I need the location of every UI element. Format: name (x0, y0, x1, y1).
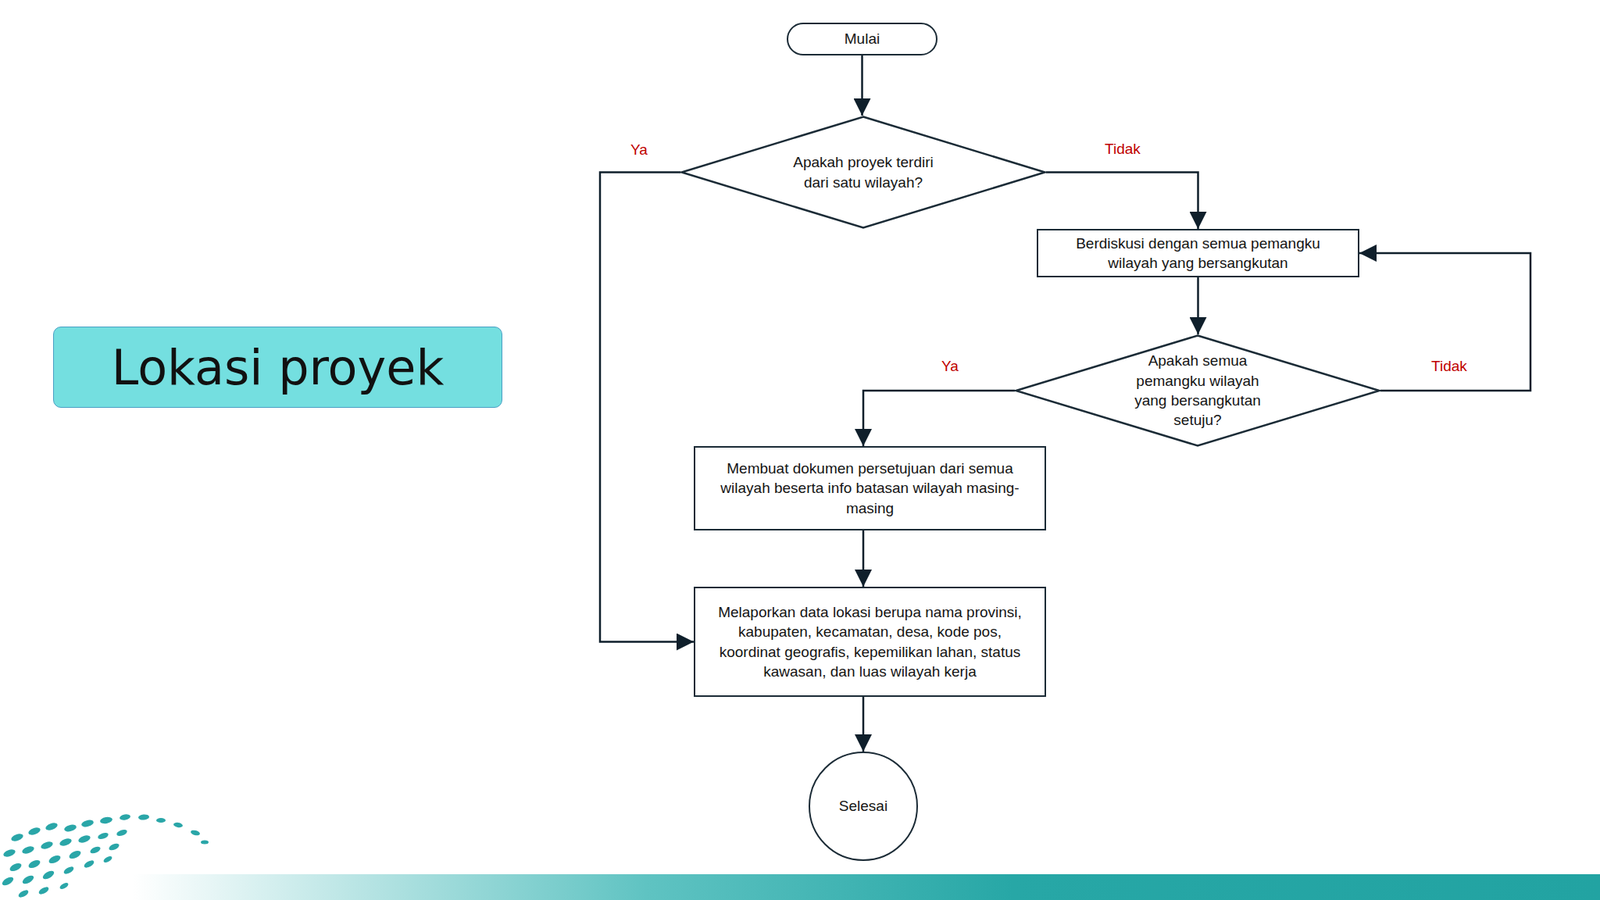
process-box: Berdiskusi dengan semua pemangku wilayah… (1036, 228, 1360, 278)
flow-arrow (860, 55, 864, 116)
fish-shape (2, 848, 17, 859)
diamond-shape (682, 117, 1046, 229)
fish-shape (21, 874, 36, 886)
fish-shape (27, 858, 42, 870)
diamond-outline (1014, 334, 1381, 447)
flow-arrow (1359, 253, 1531, 391)
fish-shape (37, 885, 50, 896)
fish-shape (10, 832, 25, 843)
fish-shape (82, 858, 96, 869)
flow-arrow (1046, 172, 1199, 230)
fish-shape (189, 829, 200, 837)
edge-label: Tidak (1431, 357, 1468, 375)
fish-shape (62, 864, 75, 875)
diamond-shape (1016, 335, 1380, 447)
node-text: Membuat dokumen persetujuan dari semua w… (712, 458, 1028, 518)
edge-label: Tidak (1104, 140, 1141, 158)
fish-shape (21, 845, 36, 856)
flow-arrow (863, 390, 1015, 447)
fish-shape (99, 816, 113, 825)
flow-arrow (1196, 277, 1200, 335)
slide-title: Lokasi proyek (111, 339, 445, 397)
end-terminator: Selesai (808, 751, 918, 861)
fish-shape (200, 840, 209, 845)
node-text: Mulai (844, 28, 880, 49)
edge-label: Ya (630, 141, 648, 159)
flow-arrow (600, 172, 694, 643)
fish-shape (80, 818, 95, 829)
fish-shape (173, 821, 184, 829)
fish-shape (58, 837, 73, 848)
process-box: Membuat dokumen persetujuan dari semua w… (693, 446, 1047, 531)
fish-shape (44, 821, 59, 833)
decision-diamond: Apakah proyek terdiri dari satu wilayah? (680, 115, 1047, 229)
fish-shape (77, 834, 92, 845)
fish-shape (118, 813, 131, 821)
flow-arrow (862, 530, 865, 587)
fish-shape (47, 853, 62, 865)
fish-shape (107, 842, 121, 852)
fish-shape (63, 823, 78, 833)
fish-shape (41, 869, 56, 882)
fish-shape (8, 861, 23, 873)
fish-shape (39, 840, 54, 851)
fish-shape (0, 875, 15, 888)
node-text: Berdiskusi dengan semua pemangku wilayah… (1055, 233, 1341, 274)
start-terminator: Mulai (786, 22, 938, 56)
title-box: Lokasi proyek (53, 326, 503, 408)
fish-shape (17, 888, 30, 899)
node-text: Apakah semua pemangku wilayah yang bersa… (1128, 350, 1268, 430)
footer-band (132, 874, 1600, 900)
process-box: Melaporkan data lokasi berupa nama provi… (693, 586, 1047, 697)
edge-label: Ya (941, 357, 959, 375)
fish-shape (156, 817, 166, 823)
node-text: Selesai (839, 796, 888, 816)
fish-shape (96, 831, 110, 840)
node-text: Melaporkan data lokasi berupa nama provi… (712, 602, 1028, 682)
fish-shape (102, 854, 113, 864)
node-text: Apakah proyek terdiri dari satu wilayah? (779, 152, 948, 193)
fish-shape (58, 881, 69, 890)
fish-shape (138, 814, 150, 821)
fish-logo (0, 813, 209, 899)
flow-arrow (862, 696, 865, 752)
decision-diamond: Apakah semua pemangku wilayah yang bersa… (1014, 334, 1381, 447)
fish-shape (115, 828, 129, 837)
fish-shape (89, 845, 102, 855)
diamond-outline (680, 115, 1047, 229)
fish-shape (27, 826, 42, 837)
fish-shape (67, 849, 83, 861)
